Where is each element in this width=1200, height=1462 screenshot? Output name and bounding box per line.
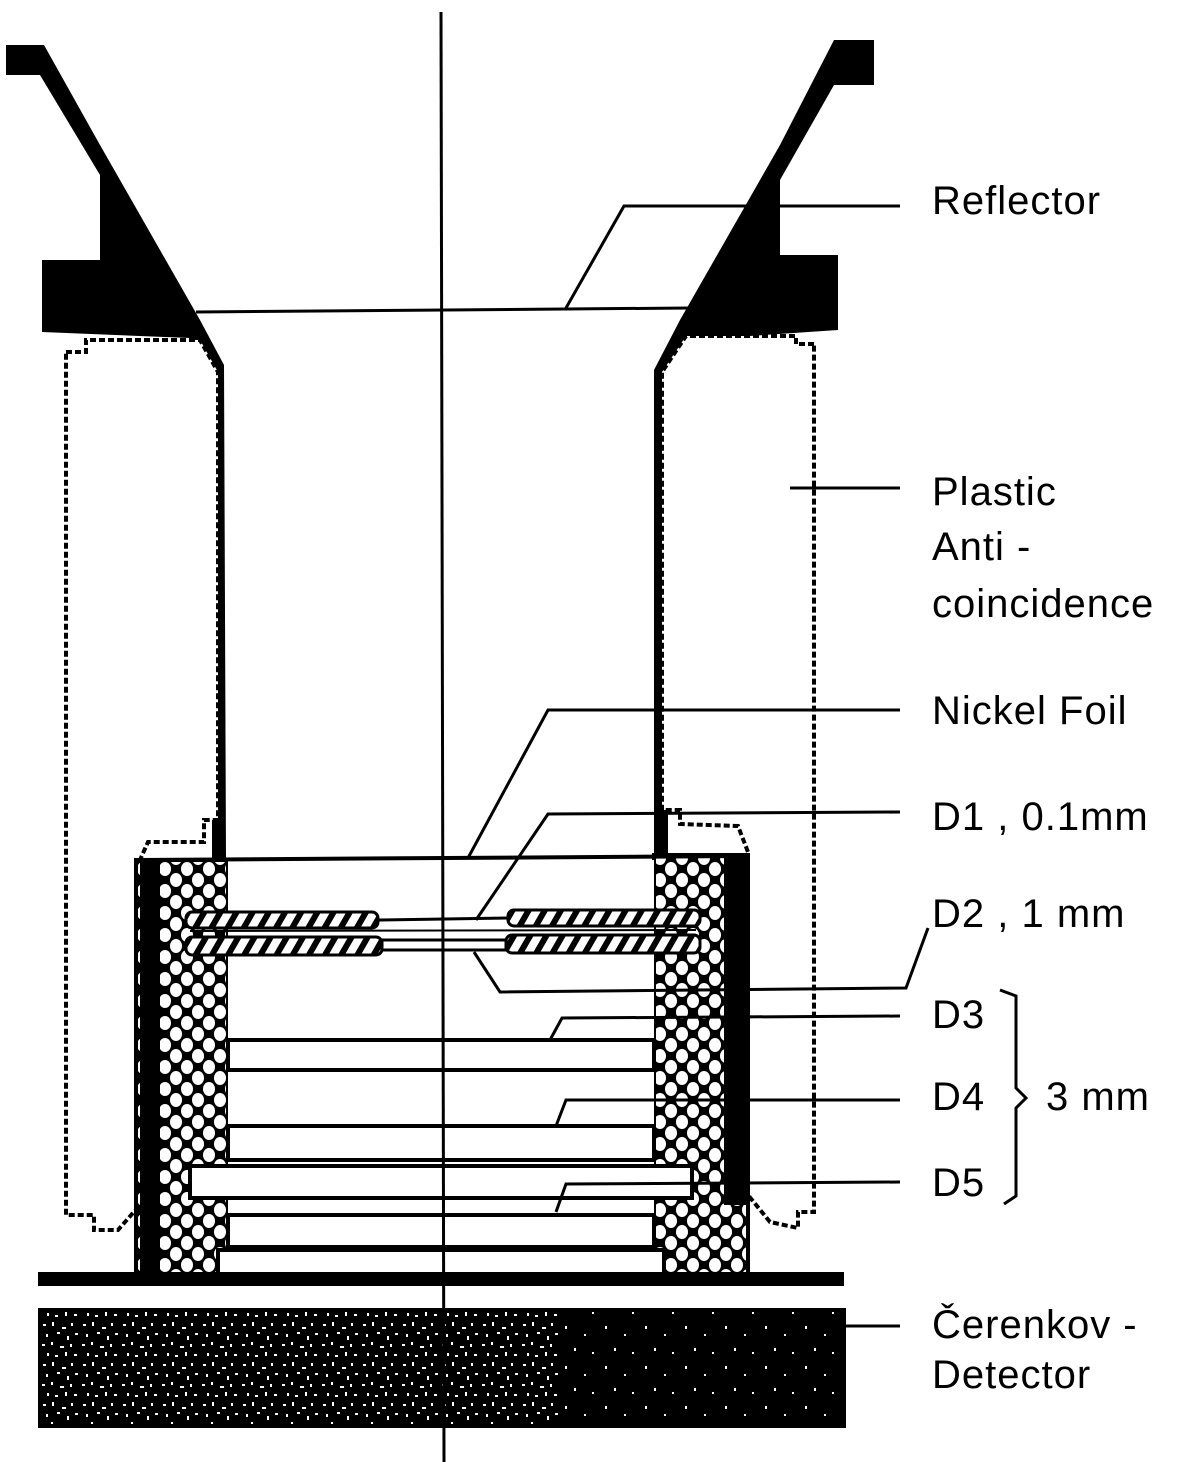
label-d5: D5	[932, 1161, 985, 1205]
plastic-anticoincidence-left	[64, 338, 220, 1232]
label-d2: D2 , 1 mm	[932, 892, 1125, 936]
leader-nickel-foil	[466, 708, 900, 859]
bottom-wafer	[226, 1213, 656, 1249]
d2-ring-right	[504, 933, 702, 955]
label-d1: D1 , 0.1mm	[932, 795, 1149, 839]
d2-ring-left	[184, 935, 384, 957]
label-cerenkov-detector: Čerenkov - Detector	[932, 1302, 1150, 1397]
label-cerenkov-line1: Čerenkov -	[932, 1302, 1138, 1347]
leader-lines	[466, 204, 930, 1328]
label-nickel-foil: Nickel Foil	[932, 689, 1127, 733]
reflector-left	[6, 45, 226, 860]
leader-d1	[474, 810, 901, 921]
label-reflector: Reflector	[932, 179, 1101, 223]
label-cerenkov-line2: Detector	[932, 1353, 1091, 1397]
label-d3: D3	[932, 993, 985, 1037]
label-plastic-line3: coincidence	[932, 582, 1154, 626]
d5-wafer	[188, 1164, 694, 1200]
base-plate	[38, 1272, 844, 1286]
plastic-anticoincidence-right	[660, 334, 816, 1231]
reflector-right	[654, 40, 874, 860]
label-plastic-line2: Anti -	[932, 525, 1031, 569]
d4-wafer	[226, 1124, 656, 1162]
label-group-thickness: 3 mm	[1046, 1075, 1150, 1119]
leader-reflector	[564, 204, 900, 309]
label-plastic-line1: Plastic	[932, 470, 1057, 514]
leader-d3	[548, 1014, 901, 1041]
label-plastic-anticoincidence: Plastic Anti - coincidence	[932, 470, 1154, 626]
leader-d4	[554, 1098, 900, 1127]
center-axis	[439, 11, 446, 1462]
d1-ring-left	[184, 910, 380, 930]
leader-d5	[554, 1180, 901, 1213]
label-d4: D4	[932, 1075, 985, 1119]
d3-wafer	[226, 1038, 656, 1072]
leader-d2	[472, 927, 930, 994]
d1-ring-right	[506, 908, 702, 928]
brace-d3-d5	[999, 988, 1029, 1206]
